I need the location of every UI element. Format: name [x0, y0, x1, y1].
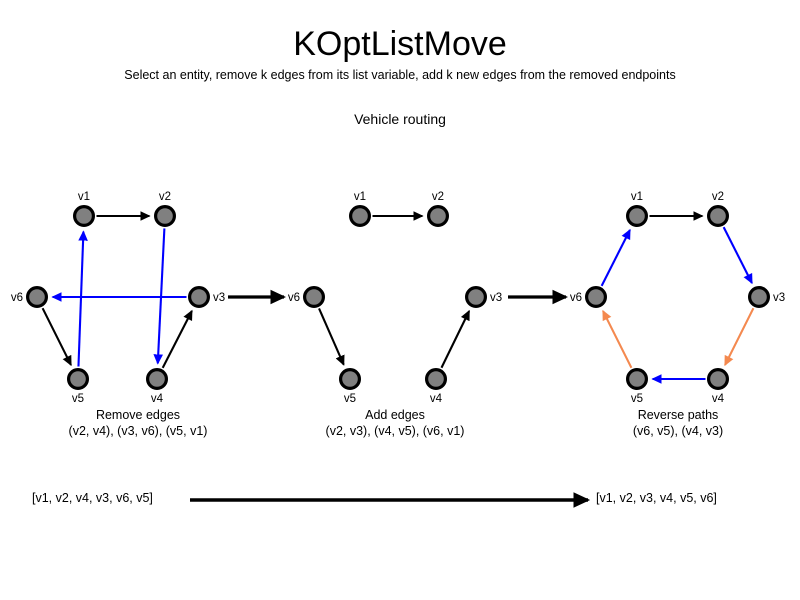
- node-v2[interactable]: [427, 205, 450, 228]
- node-circle[interactable]: [154, 205, 177, 228]
- node-v1[interactable]: [625, 205, 648, 228]
- panel-reverse-paths-edges: [600, 211, 755, 384]
- node-label-v6: v6: [288, 292, 300, 304]
- panel-add-edges-nodes: v1 v2 v3 v4 v5 v6: [288, 191, 502, 405]
- node-label-v4: v4: [430, 393, 443, 405]
- node-circle[interactable]: [706, 205, 729, 228]
- edge-v6-to-v5: [318, 308, 345, 366]
- node-v4[interactable]: [706, 368, 729, 391]
- edge-v5-to-v1: [77, 230, 88, 367]
- page-subtitle: Select an entity, remove k edges from it…: [124, 68, 676, 82]
- node-label-v1: v1: [354, 191, 366, 203]
- node-v5[interactable]: [339, 368, 362, 391]
- node-circle[interactable]: [349, 205, 372, 228]
- node-label-v6: v6: [11, 292, 23, 304]
- node-circle[interactable]: [427, 205, 450, 228]
- node-label-v4: v4: [151, 393, 164, 405]
- node-label-v1: v1: [631, 191, 643, 203]
- panel-remove-edges: v1 v2 v3 v4 v5 v6: [11, 191, 225, 405]
- node-v6[interactable]: [26, 286, 48, 309]
- panel-reverse-paths: v1 v2 v3 v4 v5 v6: [570, 191, 785, 405]
- edge-v3-to-v4: [724, 307, 755, 367]
- panel-caption-reverse-paths: Reverse paths (v6, v5), (v4, v3): [578, 407, 778, 439]
- node-circle[interactable]: [146, 368, 169, 391]
- node-label-v2: v2: [432, 191, 444, 203]
- node-circle[interactable]: [72, 205, 95, 228]
- node-label-v5: v5: [631, 393, 643, 405]
- node-label-v6: v6: [570, 292, 582, 304]
- node-circle[interactable]: [425, 368, 448, 391]
- node-circle[interactable]: [339, 368, 362, 391]
- node-v6[interactable]: [303, 286, 326, 309]
- after-list-text: [v1, v2, v3, v4, v5, v6]: [596, 491, 717, 505]
- node-label-v3: v3: [490, 292, 502, 304]
- edge-v6-to-v1: [600, 228, 631, 287]
- panel-caption-remove-edges: Remove edges (v2, v4), (v3, v6), (v5, v1…: [38, 407, 238, 439]
- caption-line-2: (v6, v5), (v4, v3): [632, 424, 724, 438]
- panel-add-edges: v1 v2 v3 v4 v5 v6: [288, 191, 502, 405]
- caption-line-1: Reverse paths: [637, 408, 719, 422]
- node-v5[interactable]: [66, 368, 89, 391]
- edge-v6-to-v5: [41, 307, 72, 367]
- edge-v4-to-v3: [440, 309, 471, 369]
- panel-reverse-paths-nodes: v1 v2 v3 v4 v5 v6: [570, 191, 785, 405]
- node-label-v2: v2: [712, 191, 724, 203]
- panel-remove-edges-edges: [41, 211, 193, 369]
- edge-v4-to-v3: [161, 309, 193, 369]
- node-v1[interactable]: [72, 205, 95, 228]
- node-v3[interactable]: [188, 286, 211, 309]
- node-v2[interactable]: [154, 205, 177, 228]
- caption-line-2: (v2, v4), (v3, v6), (v5, v1): [68, 424, 208, 438]
- edge-v2-to-v4: [153, 228, 166, 365]
- node-circle[interactable]: [625, 205, 648, 228]
- node-v1[interactable]: [349, 205, 372, 228]
- node-circle[interactable]: [625, 368, 648, 391]
- node-circle[interactable]: [188, 286, 211, 309]
- caption-line-1: Add edges: [365, 408, 425, 422]
- section-label: Vehicle routing: [354, 111, 446, 127]
- node-circle[interactable]: [706, 368, 729, 391]
- node-v3[interactable]: [465, 286, 488, 309]
- panel-add-edges-edges: [318, 211, 471, 369]
- node-circle[interactable]: [26, 286, 48, 309]
- edge-v2-to-v3: [722, 226, 753, 285]
- page-title: KOptListMove: [293, 25, 507, 63]
- before-list-text: [v1, v2, v4, v3, v6, v5]: [32, 491, 153, 505]
- caption-line-1: Remove edges: [95, 408, 181, 422]
- result-list-row: [v1, v2, v4, v3, v6, v5] [v1, v2, v3, v4…: [0, 488, 800, 512]
- node-label-v1: v1: [78, 191, 90, 203]
- node-label-v3: v3: [773, 292, 785, 304]
- node-circle[interactable]: [747, 286, 770, 309]
- node-label-v5: v5: [72, 393, 84, 405]
- node-v3[interactable]: [747, 286, 770, 309]
- node-label-v5: v5: [344, 393, 356, 405]
- node-label-v2: v2: [159, 191, 171, 203]
- node-circle[interactable]: [66, 368, 89, 391]
- node-label-v4: v4: [712, 393, 725, 405]
- panel-caption-add-edges: Add edges (v2, v3), (v4, v5), (v6, v1): [295, 407, 495, 439]
- node-v4[interactable]: [425, 368, 448, 391]
- node-v6[interactable]: [584, 286, 607, 309]
- node-circle[interactable]: [465, 286, 488, 309]
- panel-remove-edges-nodes: v1 v2 v3 v4 v5 v6: [11, 191, 225, 405]
- node-label-v3: v3: [213, 292, 225, 304]
- edge-v5-to-v6: [602, 309, 633, 369]
- node-circle[interactable]: [584, 286, 607, 309]
- node-v4[interactable]: [146, 368, 169, 391]
- caption-line-2: (v2, v3), (v4, v5), (v6, v1): [325, 424, 465, 438]
- node-v2[interactable]: [706, 205, 729, 228]
- node-circle[interactable]: [303, 286, 326, 309]
- node-v5[interactable]: [625, 368, 648, 391]
